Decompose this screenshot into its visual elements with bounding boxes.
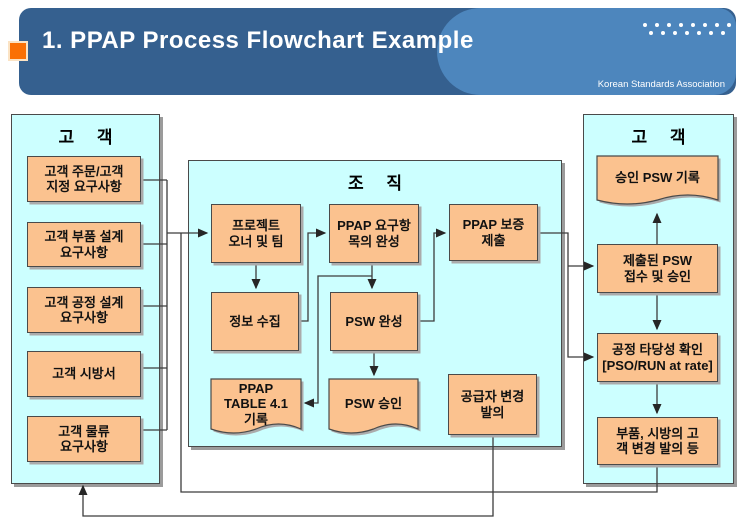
node-information-gathering: 정보 수집 — [211, 292, 299, 351]
node-psw-completion: PSW 완성 — [330, 292, 418, 351]
node-customer-order-requirements: 고객 주문/고객 지정 요구사항 — [27, 156, 141, 202]
node-customer-logistics-requirements: 고객 물류 요구사항 — [27, 416, 141, 462]
node-psw-approval-document: PSW 승인 — [344, 396, 403, 412]
node-customer-part-design-requirements: 고객 부품 설계 요구사항 — [27, 222, 141, 267]
dots-grid-icon — [649, 31, 725, 35]
node-ppap-table-record-document: PPAP TABLE 4.1 기록 — [223, 381, 289, 427]
header-banner-accent — [437, 8, 736, 95]
panel-title: 조 직 — [347, 174, 411, 193]
dots-grid-icon — [643, 23, 731, 27]
node-customer-specification: 고객 시방서 — [27, 351, 141, 397]
node-process-validation-pso-run-at-rate: 공정 타당성 확인 [PSO/RUN at rate] — [597, 333, 718, 382]
panel-title: 고 객 — [58, 128, 122, 147]
node-ppap-requirements-completion: PPAP 요구항 목의 완성 — [329, 204, 419, 263]
node-supplier-change-initiation: 공급자 변경 발의 — [448, 374, 537, 435]
title-bullet-icon — [8, 41, 28, 61]
org-label: Korean Standards Association — [597, 79, 725, 90]
page-title: 1. PPAP Process Flowchart Example — [42, 27, 474, 54]
node-approved-psw-record-document: 승인 PSW 기록 — [615, 170, 700, 186]
node-submitted-psw-receipt-approval: 제출된 PSW 접수 및 승인 — [597, 244, 718, 293]
node-project-owner-team: 프로젝트 오너 및 팀 — [211, 204, 301, 263]
node-ppap-warrant-submission: PPAP 보증 제출 — [449, 204, 538, 261]
node-part-spec-customer-change-initiation: 부품, 시방의 고 객 변경 발의 등 — [597, 417, 718, 465]
panel-title: 고 객 — [631, 128, 695, 147]
node-customer-process-design-requirements: 고객 공정 설계 요구사항 — [27, 287, 141, 333]
